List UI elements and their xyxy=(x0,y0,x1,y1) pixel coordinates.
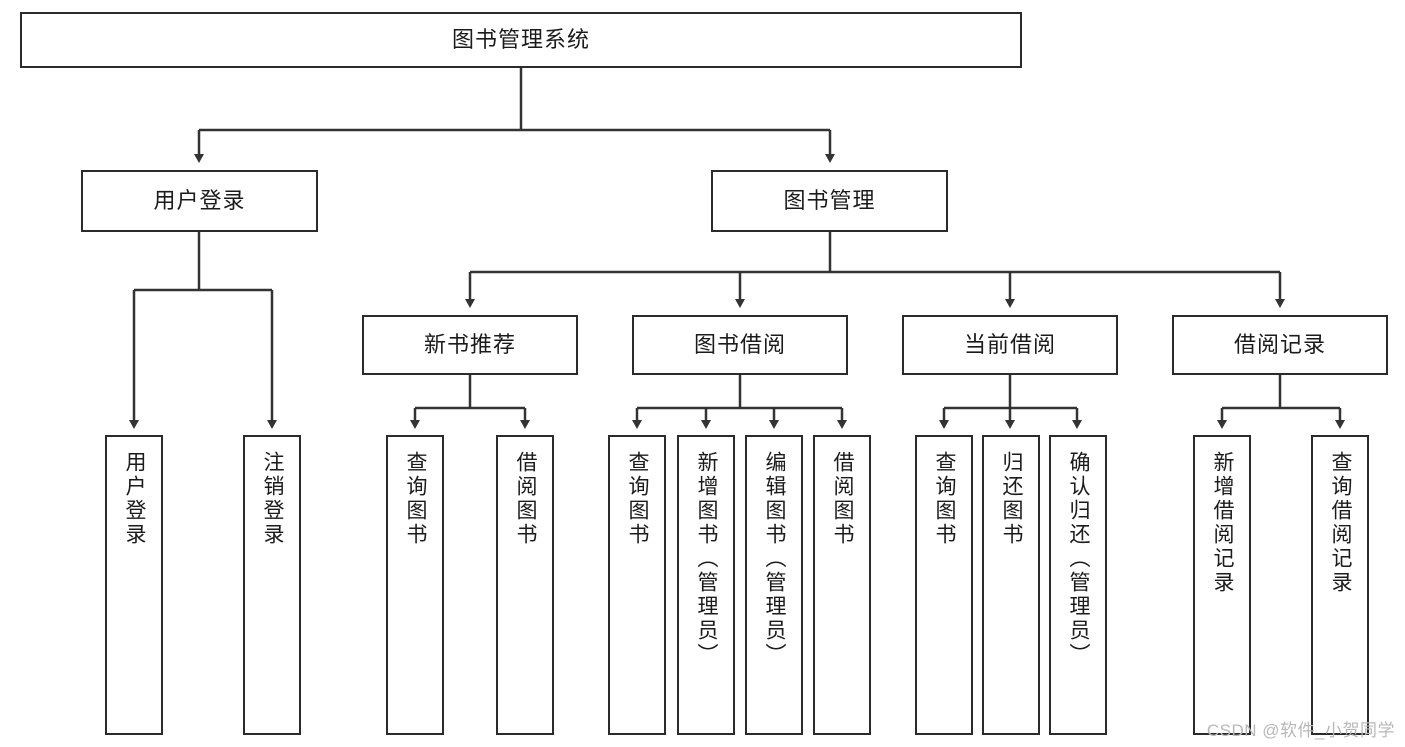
node-book-borrow-label: 图书借阅 xyxy=(693,332,786,358)
node-current-borrow-label: 当前借阅 xyxy=(963,332,1056,358)
node-leaf-current-borrow-query[interactable]: 查询图书 xyxy=(915,435,973,735)
node-leaf-new-book-borrow-label: 借阅图书 xyxy=(514,451,538,547)
node-root-system[interactable]: 图书管理系统 xyxy=(20,12,1022,68)
node-book-management[interactable]: 图书管理 xyxy=(711,170,948,232)
node-leaf-user-login-signout-label: 注销登录 xyxy=(261,451,285,547)
node-new-book-recommend[interactable]: 新书推荐 xyxy=(362,315,578,375)
csdn-watermark: CSDN @软件_小贺同学 xyxy=(1206,721,1395,740)
node-leaf-current-borrow-confirm-label: 确认归还（管理员） xyxy=(1067,451,1091,667)
node-leaf-book-borrow-query-label: 查询图书 xyxy=(626,451,650,547)
node-borrow-record-label: 借阅记录 xyxy=(1233,332,1326,358)
node-book-management-label: 图书管理 xyxy=(783,188,876,214)
node-user-login[interactable]: 用户登录 xyxy=(81,170,318,232)
node-leaf-book-borrow-query[interactable]: 查询图书 xyxy=(608,435,666,735)
node-leaf-new-book-borrow[interactable]: 借阅图书 xyxy=(496,435,554,735)
node-leaf-current-borrow-return[interactable]: 归还图书 xyxy=(982,435,1040,735)
node-borrow-record[interactable]: 借阅记录 xyxy=(1172,315,1388,375)
node-leaf-user-login-signin[interactable]: 用户登录 xyxy=(105,435,163,735)
node-leaf-book-borrow-edit[interactable]: 编辑图书（管理员） xyxy=(745,435,803,735)
node-leaf-current-borrow-query-label: 查询图书 xyxy=(933,451,957,547)
node-book-borrow[interactable]: 图书借阅 xyxy=(632,315,848,375)
node-leaf-book-borrow-edit-label: 编辑图书（管理员） xyxy=(763,451,787,667)
node-leaf-book-borrow-add-label: 新增图书（管理员） xyxy=(695,451,719,667)
node-root-system-label: 图书管理系统 xyxy=(451,27,590,53)
node-leaf-new-book-query-label: 查询图书 xyxy=(404,451,428,547)
node-user-login-label: 用户登录 xyxy=(153,188,246,214)
node-leaf-new-book-query[interactable]: 查询图书 xyxy=(386,435,444,735)
node-leaf-current-borrow-confirm[interactable]: 确认归还（管理员） xyxy=(1049,435,1107,735)
node-leaf-borrow-record-add-label: 新增借阅记录 xyxy=(1211,451,1235,595)
node-leaf-book-borrow-lend[interactable]: 借阅图书 xyxy=(813,435,871,735)
node-leaf-current-borrow-return-label: 归还图书 xyxy=(1000,451,1024,547)
node-current-borrow[interactable]: 当前借阅 xyxy=(902,315,1118,375)
node-leaf-user-login-signout[interactable]: 注销登录 xyxy=(243,435,301,735)
node-leaf-book-borrow-add[interactable]: 新增图书（管理员） xyxy=(677,435,735,735)
node-new-book-recommend-label: 新书推荐 xyxy=(423,332,516,358)
node-leaf-borrow-record-query[interactable]: 查询借阅记录 xyxy=(1311,435,1369,735)
node-leaf-borrow-record-add[interactable]: 新增借阅记录 xyxy=(1193,435,1251,735)
node-leaf-user-login-signin-label: 用户登录 xyxy=(123,451,147,547)
node-leaf-book-borrow-lend-label: 借阅图书 xyxy=(831,451,855,547)
node-leaf-borrow-record-query-label: 查询借阅记录 xyxy=(1329,451,1353,595)
